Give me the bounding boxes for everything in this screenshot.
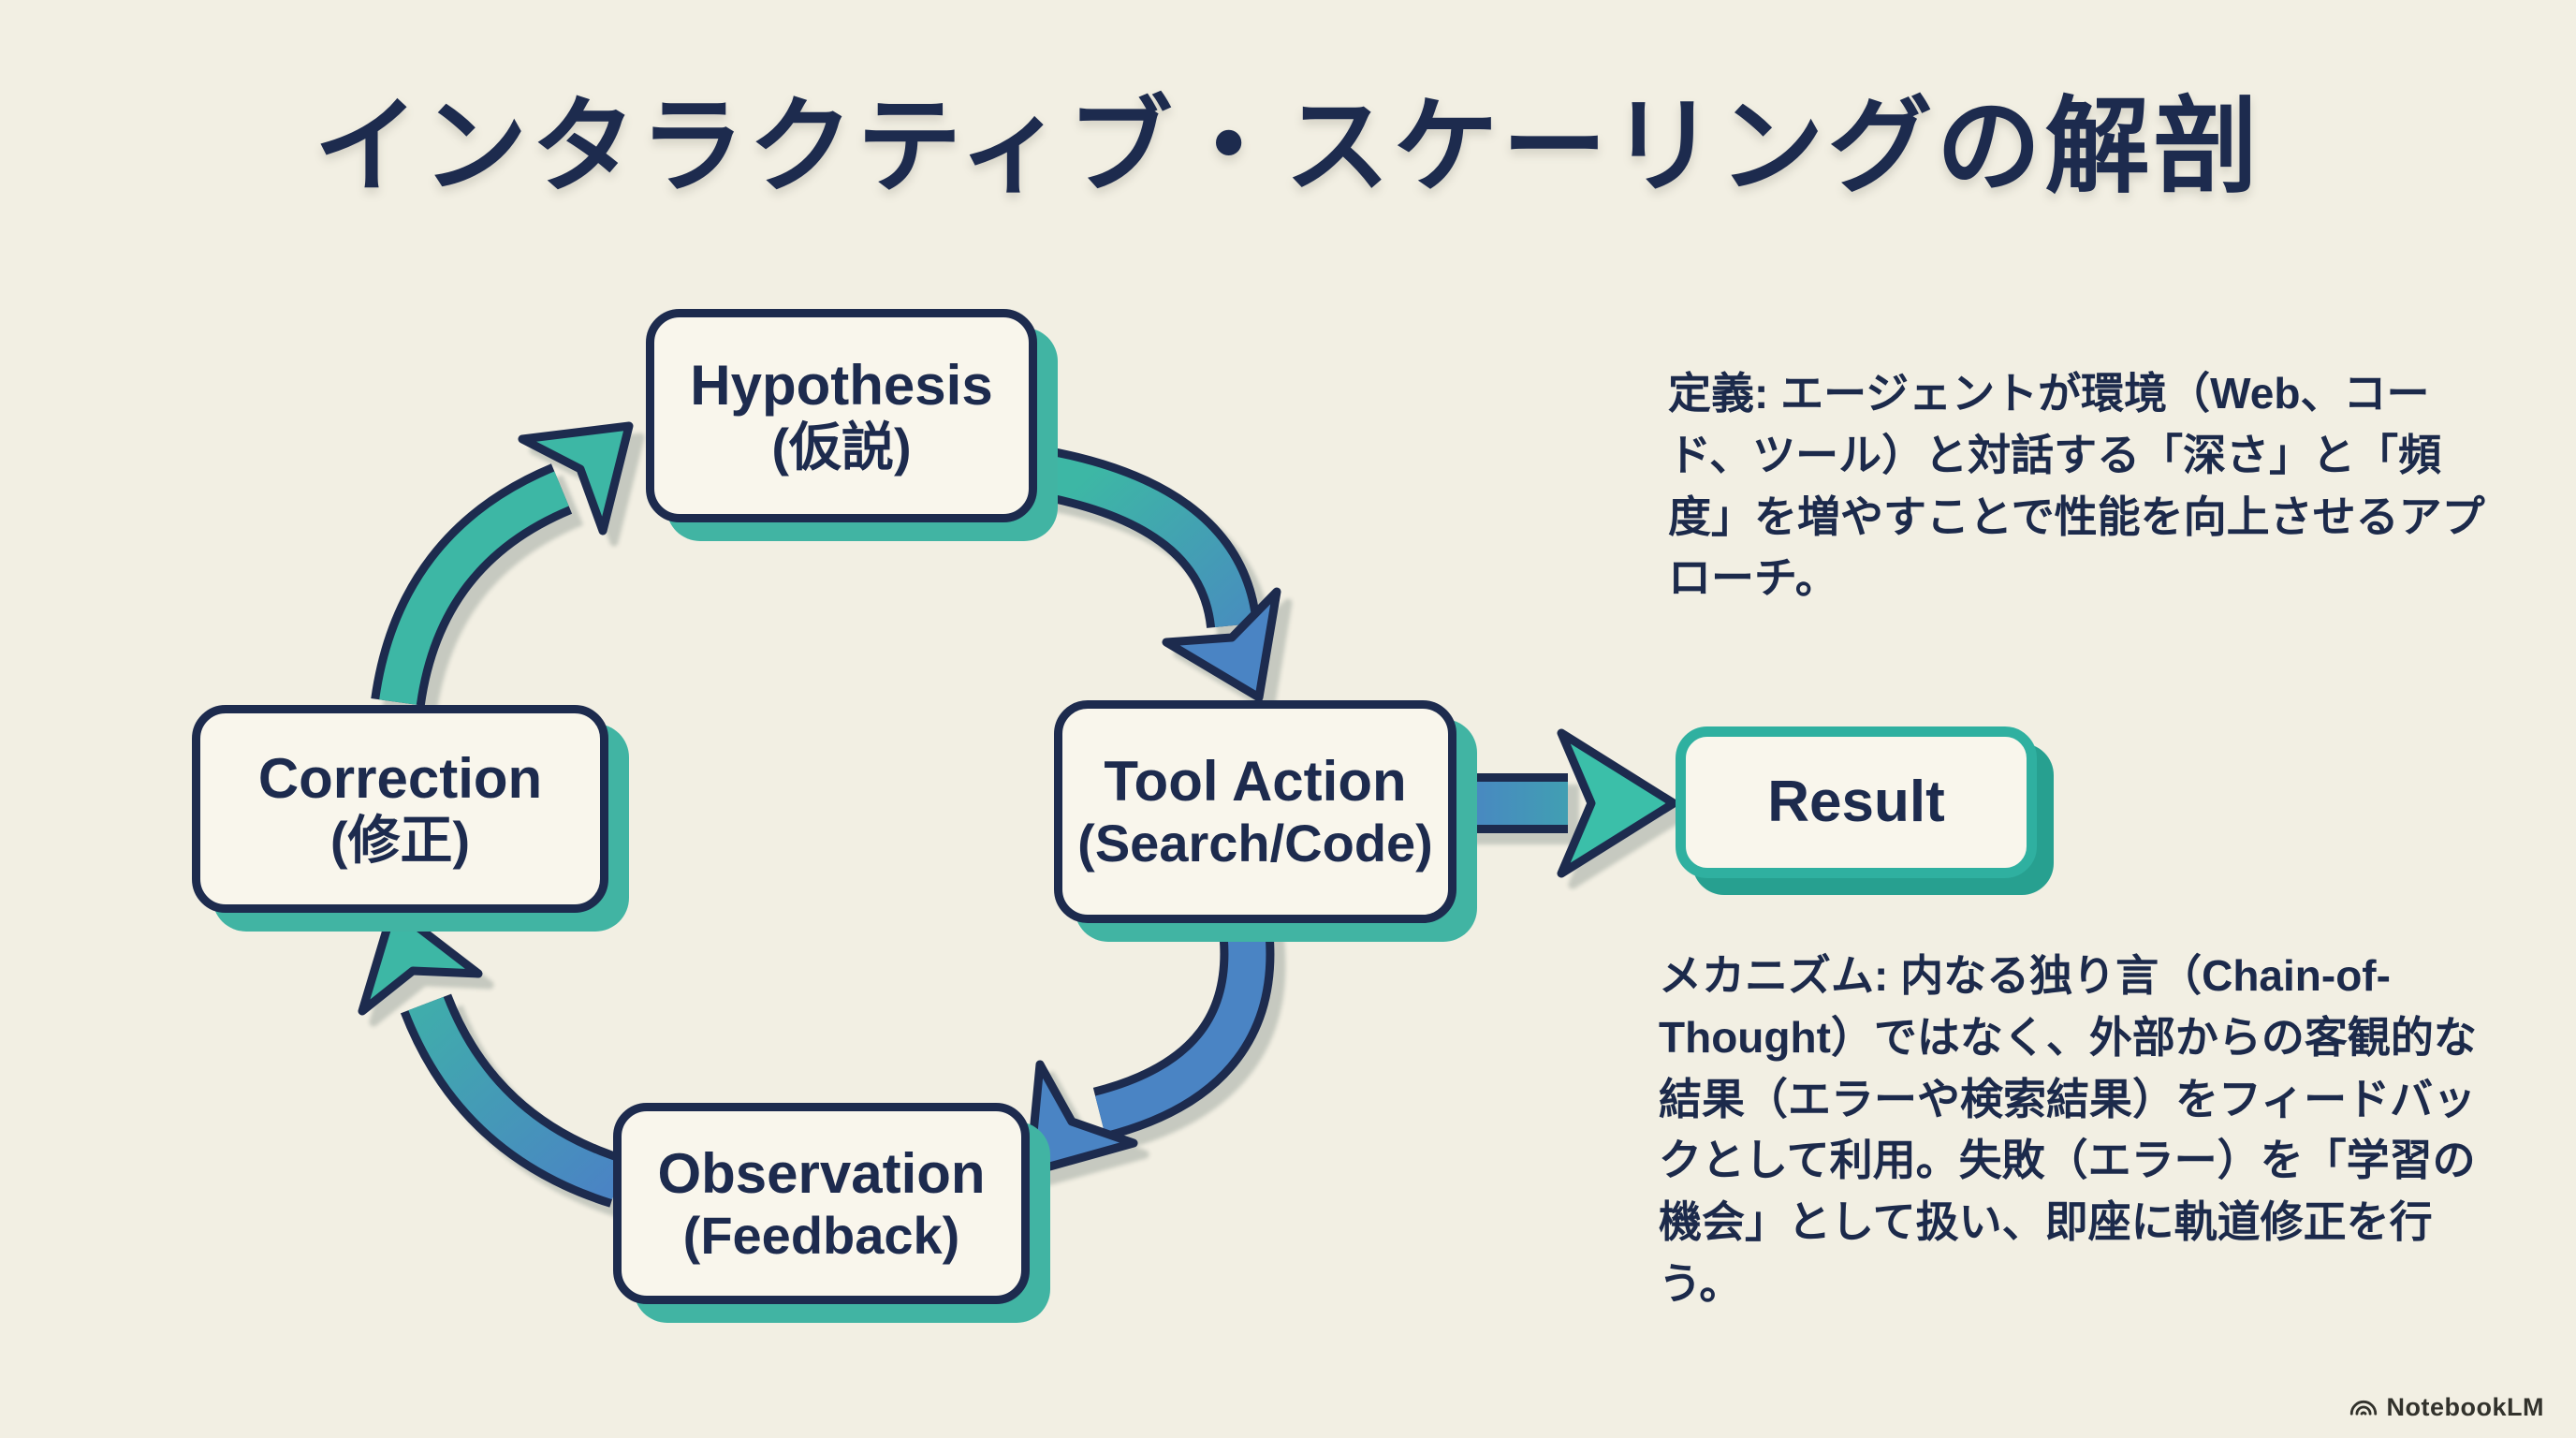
node-hypothesis-label: Hypothesis [690, 354, 993, 418]
node-observation: Observation (Feedback) [613, 1103, 1030, 1304]
mechanism-note: メカニズム: 内なる独り言（Chain-of-Thought）ではなく、外部から… [1659, 951, 2477, 1308]
node-hypothesis-sublabel: (仮説) [771, 418, 912, 477]
node-tool-action-label: Tool Action [1104, 750, 1407, 814]
node-result: Result [1676, 726, 2037, 878]
node-correction-label: Correction [257, 747, 543, 811]
arrow-hypothesis-to-tool-action [1035, 446, 1281, 702]
notebooklm-arcs-icon [2349, 1400, 2377, 1416]
node-tool-action: Tool Action (Search/Code) [1054, 700, 1456, 923]
node-correction-sublabel: (修正) [329, 811, 471, 871]
node-observation-label: Observation [657, 1141, 986, 1205]
arrow-observation-to-correction [358, 903, 626, 1208]
page-title: インタラクティブ・スケーリングの解剖 [314, 88, 2262, 205]
arrow-correction-to-hypothesis [371, 421, 634, 707]
notebooklm-branding: NotebookLM [2348, 1391, 2544, 1423]
node-hypothesis: Hypothesis (仮説) [646, 309, 1037, 522]
definition-note: 定義: エージェントが環境（Web、コード、ツール）と対話する「深さ」と「頻度」… [1668, 369, 2485, 603]
node-result-label: Result [1767, 770, 1945, 835]
node-tool-action-sublabel: (Search/Code) [1077, 814, 1433, 873]
node-correction: Correction (修正) [192, 705, 608, 913]
arrow-tool-action-to-result [1453, 728, 1678, 878]
node-observation-sublabel: (Feedback) [682, 1205, 960, 1265]
arrow-tool-action-to-observation [1025, 918, 1275, 1177]
notebooklm-label: NotebookLM [2386, 1392, 2544, 1421]
